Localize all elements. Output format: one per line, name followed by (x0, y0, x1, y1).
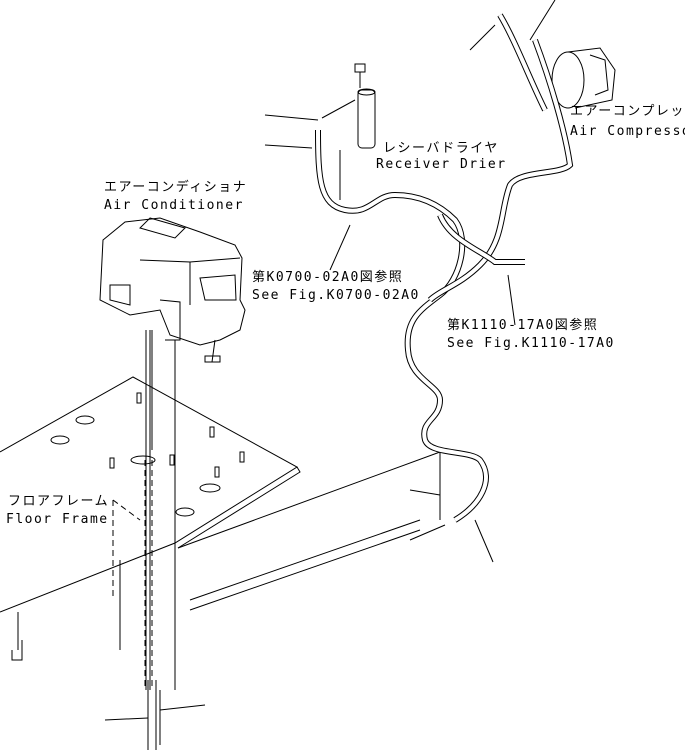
hoses (315, 13, 574, 523)
leader-lines (104, 0, 556, 721)
frame-holes (50, 392, 245, 517)
ref-k0700-label-en: See Fig.K0700-02A0 (252, 288, 420, 303)
ac-pipes (144, 330, 176, 750)
receiver-drier-label-en: Receiver Drier (376, 157, 507, 172)
floor-frame-label-en: Floor Frame (6, 512, 109, 527)
air-compressor (551, 47, 616, 109)
floor-frame-label-jp: フロアフレーム (8, 494, 110, 509)
air-conditioner-label-jp: エアーコンディショナ (104, 180, 248, 195)
receiver-drier (354, 63, 376, 149)
ref-k1110-label-en: See Fig.K1110-17A0 (447, 336, 615, 351)
air-compressor-label-jp: エアーコンプレッサ (570, 104, 685, 119)
air-conditioner-label-en: Air Conditioner (104, 198, 244, 213)
air-compressor-label-en: Air Compressor (570, 124, 685, 139)
ref-k0700-label-jp: 第K0700-02A0図参照 (252, 270, 404, 285)
air-conditioner-unit (99, 217, 246, 363)
ref-k1110-label-jp: 第K1110-17A0図参照 (447, 318, 599, 333)
receiver-drier-label-jp: レシーバドライヤ (383, 141, 499, 156)
